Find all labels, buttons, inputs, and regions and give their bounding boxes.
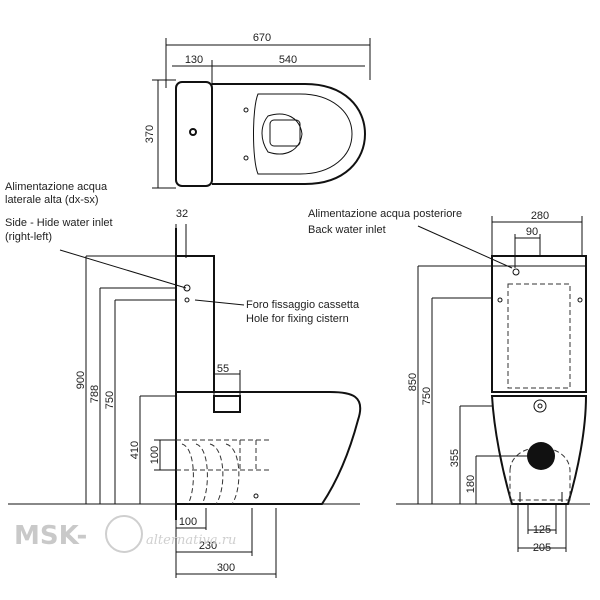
dim-outlet-diameter: 100	[149, 446, 161, 464]
side-inlet-note-en-2: (right-left)	[5, 231, 52, 243]
outlet-hole-front	[527, 442, 555, 470]
back-inlet-note-it: Alimentazione acqua posteriore	[308, 208, 462, 220]
bowl-front	[490, 395, 588, 505]
side-inlet-note-it-1: Alimentazione acqua	[5, 181, 108, 193]
side-view: Alimentazione acqua laterale alta (dx-sx…	[5, 181, 362, 578]
front-spigot	[533, 399, 547, 413]
watermark: MSK- alternativa.ru	[14, 515, 236, 553]
bowl-inner-top	[253, 93, 353, 175]
dim-front-fixing: 750	[421, 387, 433, 405]
outlet-bend-1	[181, 443, 208, 505]
cistern-inner	[507, 283, 571, 389]
back-inlet-note-en: Back water inlet	[308, 224, 386, 236]
front-spigot-inner	[537, 403, 543, 409]
dim-front-foot: 180	[465, 475, 477, 493]
top-view: 670 130 540 370	[144, 32, 371, 189]
dim-inlet-height: 788	[89, 385, 101, 403]
front-bowl-inner	[509, 447, 571, 501]
bowl-outline-top	[212, 83, 367, 185]
side-inlet-point	[183, 284, 191, 292]
dim-cistern-width: 280	[531, 210, 549, 222]
fixing-hole-side	[184, 297, 190, 303]
dim-front-outlet: 355	[449, 449, 461, 467]
side-inlet-note-it-2: laterale alta (dx-sx)	[5, 194, 99, 206]
dim-foot-outer: 205	[533, 542, 551, 554]
dim-bowl-length: 540	[279, 54, 297, 66]
fixing-hole-top-1	[243, 107, 249, 113]
watermark-brand: MSK-	[14, 521, 87, 551]
dim-inlet-offset: 90	[526, 226, 538, 238]
spigot	[213, 395, 241, 413]
front-view: Alimentazione acqua posteriore Back wate…	[308, 208, 590, 554]
cistern-hole	[189, 128, 197, 136]
side-inlet-note-en-1: Side - Hide water inlet	[5, 217, 113, 229]
bowl-opening	[261, 113, 303, 155]
cistern-front	[491, 255, 587, 393]
cistern-side	[176, 255, 215, 393]
cistern-top	[175, 81, 213, 187]
cistern-fix-right	[577, 297, 583, 303]
dim-spigot: 55	[217, 363, 229, 375]
dim-cistern-thickness: 32	[176, 208, 188, 220]
dim-total-height: 900	[75, 371, 87, 389]
outlet-pipe-1	[176, 439, 272, 471]
dim-outlet-offset: 100	[179, 516, 197, 528]
outlet-bend-2	[209, 443, 240, 505]
dim-outlet-height: 410	[129, 441, 141, 459]
fixing-hole-top-2	[243, 155, 249, 161]
bowl-side	[176, 391, 362, 505]
dim-total-length: 670	[253, 32, 271, 44]
dim-axis-300: 300	[217, 562, 235, 574]
cistern-fix-left	[497, 297, 503, 303]
watermark-script: alternativa.ru	[146, 533, 236, 548]
dim-width: 370	[144, 125, 156, 143]
dim-foot-inner: 125	[533, 524, 551, 536]
back-inlet-point	[512, 268, 520, 276]
dim-fixing-height: 750	[104, 391, 116, 409]
watermark-at-icon	[105, 515, 143, 553]
fixing-note-en: Hole for fixing cistern	[246, 313, 349, 325]
seat-hinge	[269, 119, 301, 147]
dim-front-total: 850	[407, 373, 419, 391]
foot-hole	[253, 493, 259, 499]
dim-axis-230: 230	[199, 540, 217, 552]
dim-cistern-depth: 130	[185, 54, 203, 66]
fixing-note-it: Foro fissaggio cassetta	[246, 299, 360, 311]
